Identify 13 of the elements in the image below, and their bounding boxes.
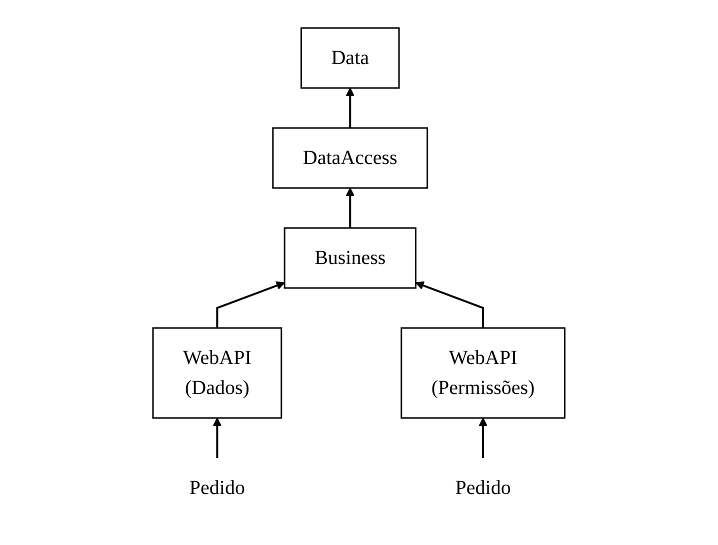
node-box: WebAPI (Dados) [152,326,282,418]
node-text: Pedido [455,476,511,498]
node-box: WebAPI (Permissões) [400,326,566,418]
arrow [415,280,484,328]
arrow [346,187,355,228]
node-text: Pedido [190,476,246,498]
node-box: DataAccess [272,126,428,188]
node-box: Business [284,226,417,288]
arrow [346,87,355,128]
arrow [212,417,222,458]
node-box: Data [300,26,400,88]
arrow [478,417,488,458]
arrow [216,280,286,328]
